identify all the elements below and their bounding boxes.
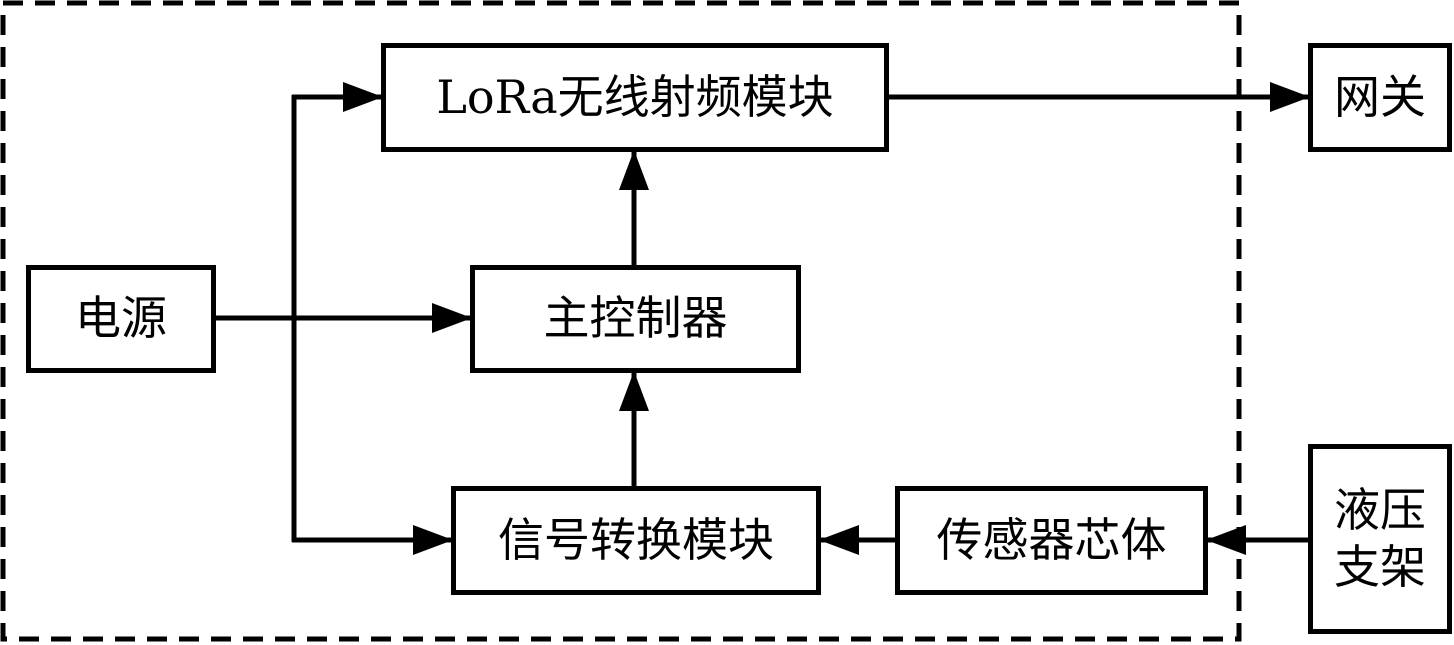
gateway-block: 网关 <box>1308 43 1452 152</box>
main-controller-block: 主控制器 <box>470 265 801 373</box>
power-label: 电源 <box>75 291 167 346</box>
signal-conversion-block: 信号转换模块 <box>451 486 821 595</box>
lora-module-block: LoRa无线射频模块 <box>381 43 889 152</box>
signal-conversion-label: 信号转换模块 <box>498 512 774 567</box>
gateway-label: 网关 <box>1334 69 1426 124</box>
main-controller-label: 主控制器 <box>543 291 728 346</box>
system-boundary <box>0 0 1242 642</box>
hydraulic-support-block: 液压 支架 <box>1308 444 1452 634</box>
lora-module-label: LoRa无线射频模块 <box>436 69 834 124</box>
hydraulic-support-label-line1: 液压 <box>1334 482 1426 537</box>
sensor-core-block: 传感器芯体 <box>895 486 1208 595</box>
power-block: 电源 <box>26 265 216 373</box>
hydraulic-support-label-line2: 支架 <box>1334 540 1426 594</box>
sensor-core-label: 传感器芯体 <box>936 512 1167 567</box>
